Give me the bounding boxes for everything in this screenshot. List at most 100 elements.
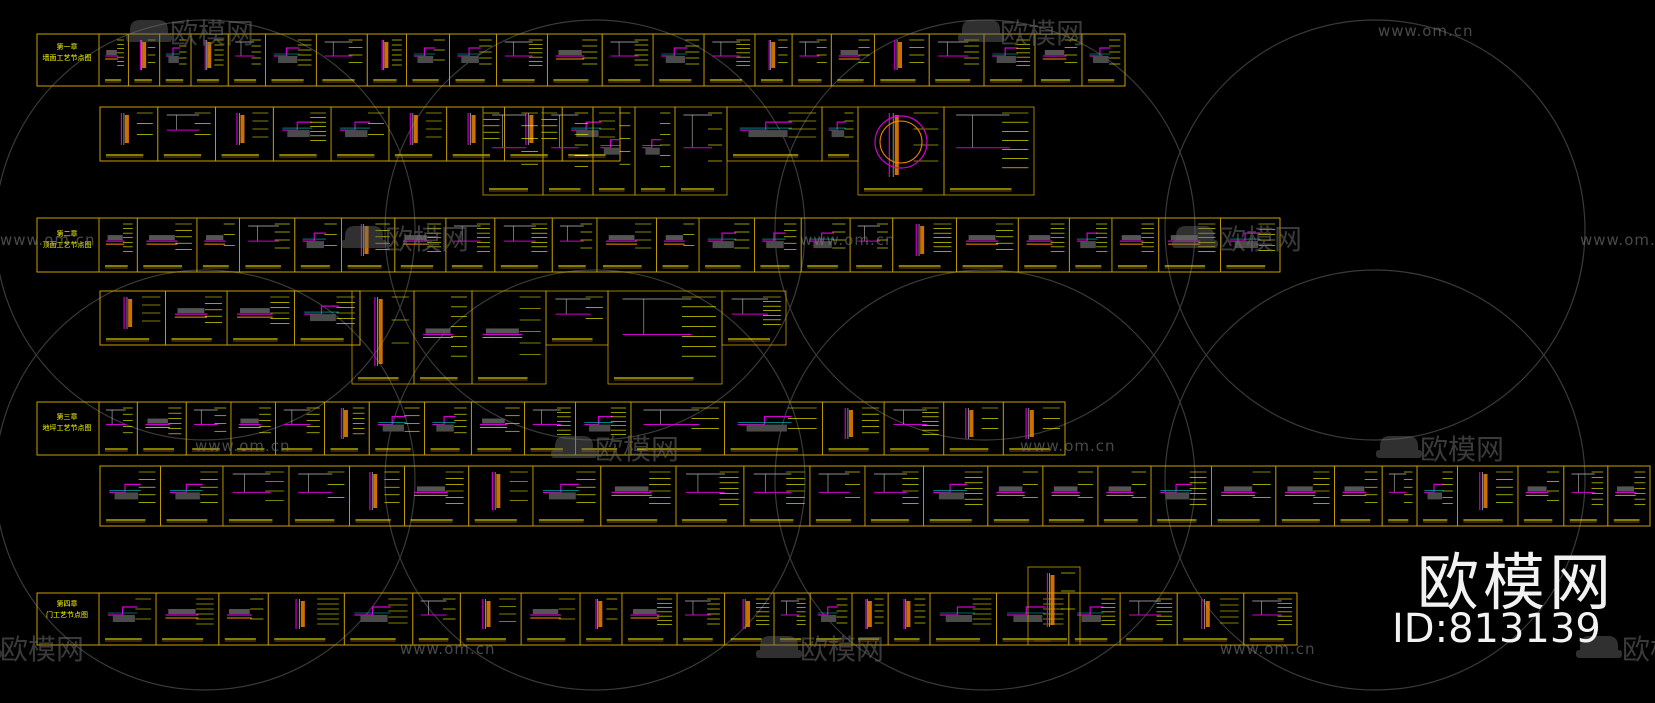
watermark-logo-text: 欧模网 [595,433,680,466]
watermark-url: www.om.cn [1220,640,1316,658]
material-block [128,299,133,327]
watermark-url: www.om.cn [800,231,896,249]
detail-panel [546,33,603,87]
detail-panel [809,592,853,646]
sofa-logo-seat [1172,240,1218,248]
material-block [820,615,837,622]
panel-frame [1334,465,1383,527]
panel-frame [1607,465,1651,527]
finish-line [109,483,141,493]
sofa-logo-back [130,20,168,34]
detail-panel [157,106,216,162]
watermark-logos [0,20,1622,658]
panel-frame [136,217,198,273]
material-block [746,424,787,432]
detail-panel [601,33,654,87]
finish-line [302,232,326,242]
sofa-logo-icon [551,436,597,458]
detail-panel [315,33,368,87]
detail-panel [822,401,885,456]
detail-panel [470,401,525,456]
detail-panel [532,465,602,527]
material-block [168,609,196,614]
material-block [485,328,519,334]
detail-panel [1220,217,1281,273]
panel-frame [857,106,945,196]
detail-panel [575,401,632,456]
panel-frame [1081,33,1126,87]
sofa-logo-icon [126,20,172,42]
material-block [532,609,559,614]
panel-frame [222,465,290,527]
panel-frame [294,290,361,346]
material-block [310,314,336,322]
detail-panel [987,465,1044,527]
material-block [920,226,925,254]
material-block [382,424,404,432]
panel-frame [1381,465,1418,527]
detail-panel [1068,592,1121,646]
chapter-title-1: 第一章 墙面工艺节点图 [38,42,96,64]
material-block [548,492,576,500]
finish-line [571,121,602,131]
material-block [287,130,310,138]
watermark-url: www.om.cn [1580,231,1655,249]
material-block [175,492,200,500]
panel-frame [943,106,1035,196]
detail-panel [1111,217,1160,273]
finish-line [828,121,846,131]
material-block [471,115,476,143]
finish-line [107,606,138,616]
detail-panel [99,290,166,346]
detail-panel [596,217,657,273]
sofa-logo-back [760,636,798,650]
detail-panel [724,401,823,456]
strip-frame [99,465,1651,527]
chapter-1-number: 第一章 [56,43,78,51]
chapter-4-name: 门工艺节点图 [46,611,88,619]
panel-frame [809,465,866,527]
detail-panel [272,106,332,162]
finish-line [304,305,339,315]
material-block [529,115,534,143]
material-block [1029,410,1034,437]
material-block [345,130,368,138]
detail-panel [222,465,290,527]
sofa-logo-back [1580,636,1618,650]
round-column-detail [879,120,923,164]
detail-panel [127,33,161,87]
detail-panel [754,33,793,87]
sofa-logo-seat [126,34,172,42]
material-block [373,474,378,508]
detail-panel [136,401,187,456]
detail-panel [674,106,728,196]
detail-panel [520,592,581,646]
panel-frame [165,290,228,346]
detail-panel [496,33,548,87]
material-block [867,601,872,627]
chapter-2-number: 第二章 [56,230,78,238]
detail-panel [542,106,594,196]
detail-panel [943,401,1004,456]
material-block [1527,486,1547,492]
material-block [306,241,324,249]
material-block [840,50,859,55]
watermark-url: www.om.cn [195,437,291,455]
detail-panel [412,592,461,646]
material-block [1427,492,1443,500]
watermark-circles [0,19,1586,691]
detail-panel [996,592,1070,646]
material-block [240,115,245,143]
material-block [1234,241,1258,249]
material-block [813,241,832,249]
material-block [1170,235,1198,241]
detail-panel [754,217,802,273]
panel-frame [1456,465,1519,527]
material-block [278,56,298,63]
finish-line [933,483,967,493]
material-block [425,328,451,334]
material-block [633,609,657,614]
sofa-logo-icon [958,20,1004,42]
detail-panel [724,592,775,646]
watermark-logo-text: 欧模网 [0,633,85,666]
